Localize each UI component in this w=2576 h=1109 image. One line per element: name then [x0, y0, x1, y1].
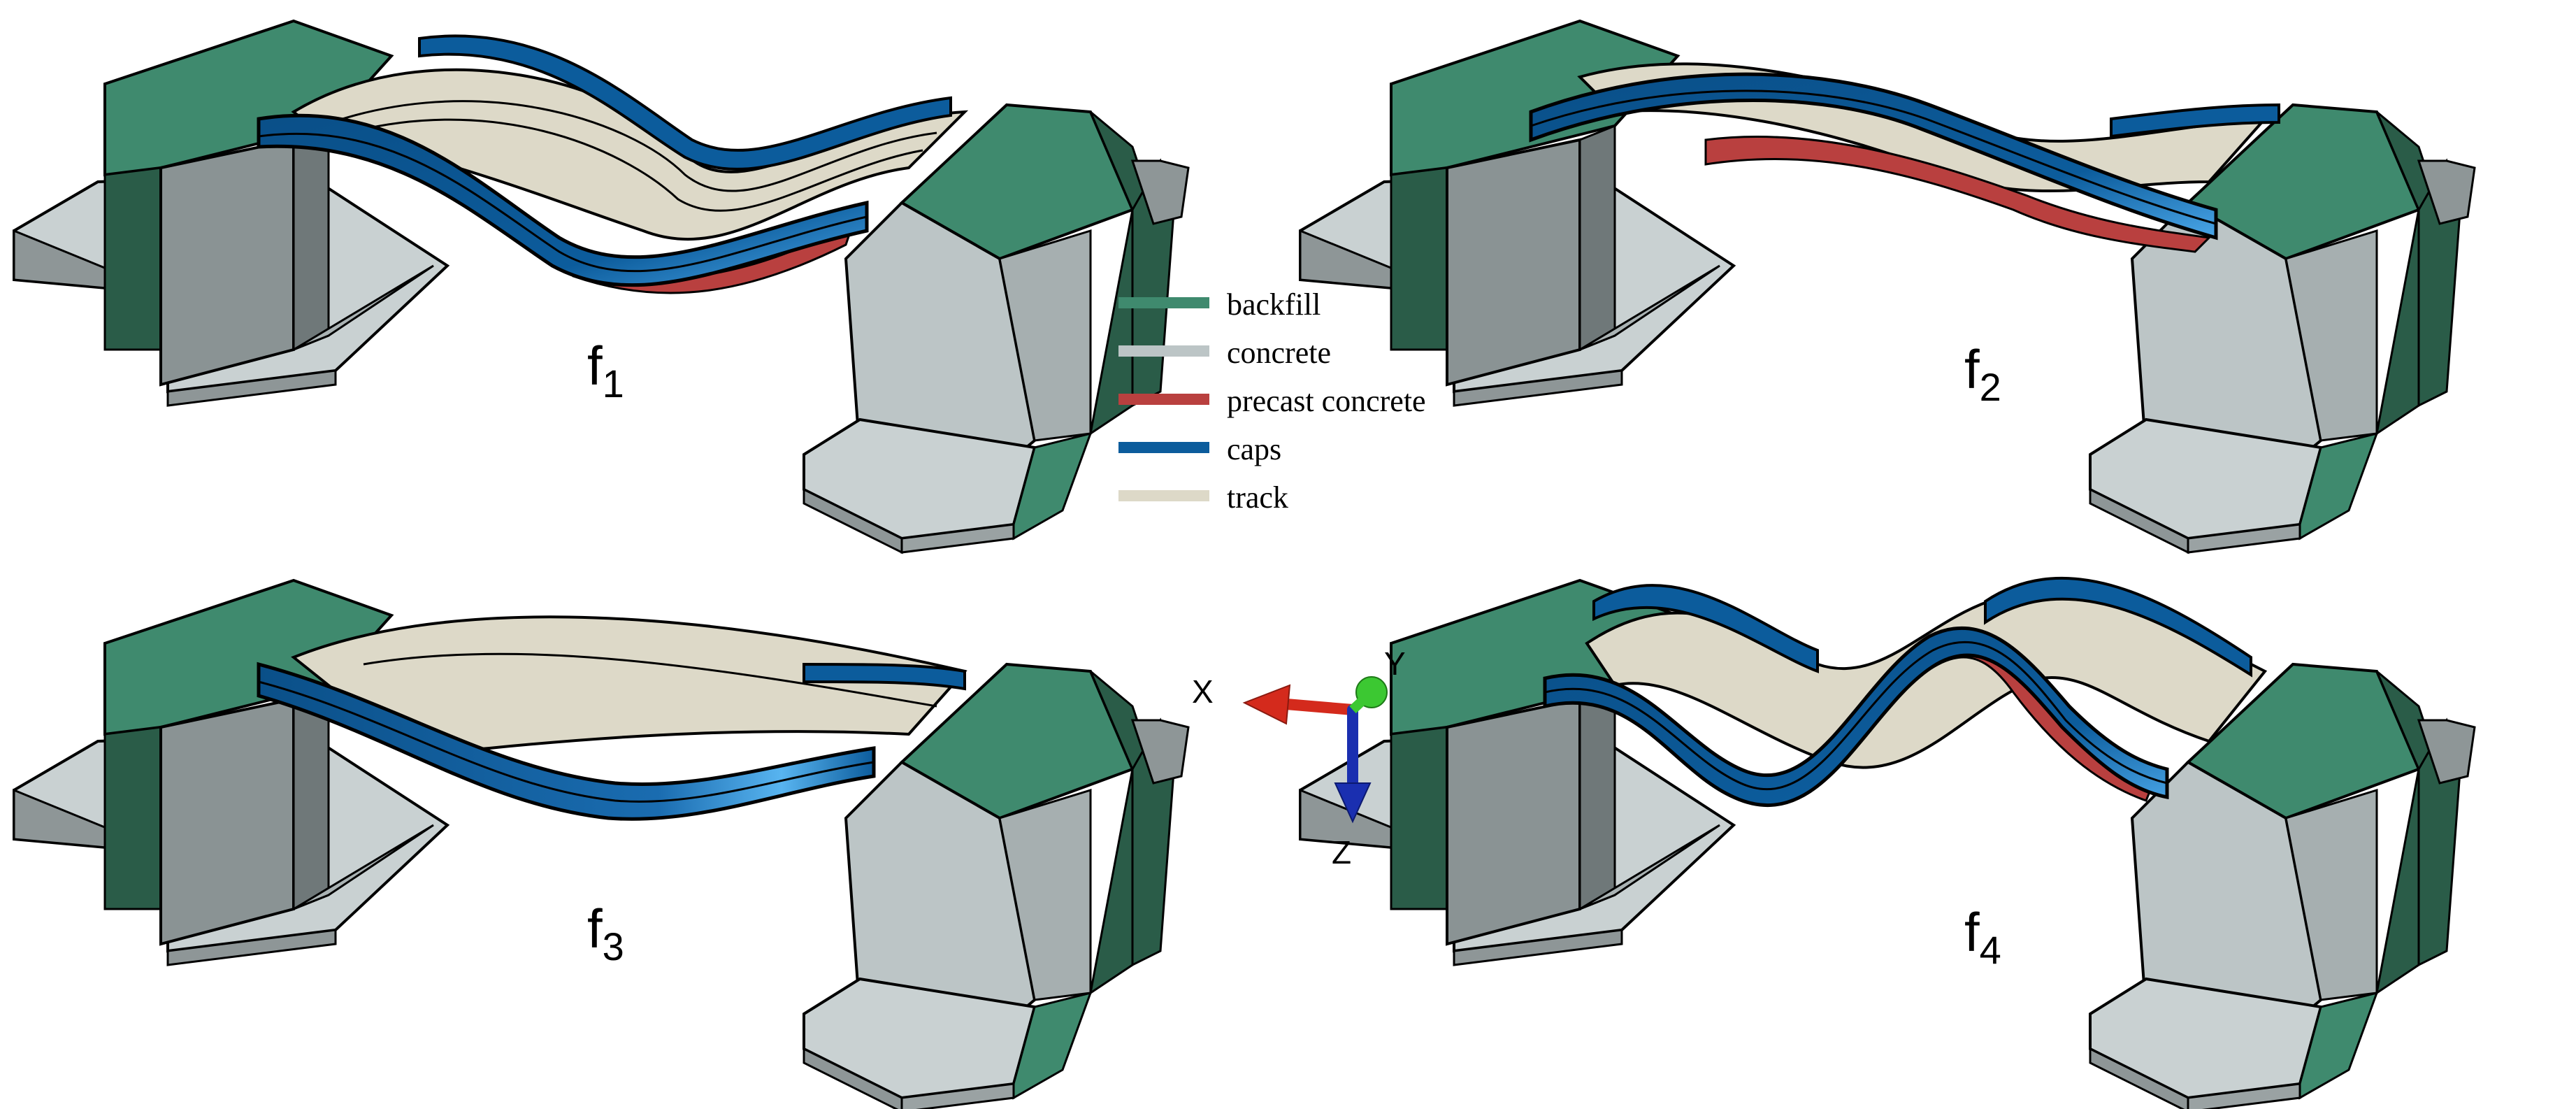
panel-f2: f2	[1299, 20, 2476, 554]
legend-swatch-concrete	[1118, 345, 1209, 357]
cap-near	[1529, 72, 2218, 241]
legend-swatch-backfill	[1118, 297, 1209, 308]
svg-text:backfill: backfill	[1227, 287, 1321, 322]
svg-text:concrete: concrete	[1227, 336, 1331, 370]
legend: backfill concrete precast concrete caps …	[1118, 287, 1426, 515]
legend-swatch-caps	[1118, 442, 1209, 453]
mode-label-f4: f4	[1964, 901, 2001, 972]
cap-far	[2110, 103, 2280, 138]
axis-triad: X Y Z	[1192, 645, 1406, 871]
precast-layer	[1704, 136, 2212, 253]
svg-text:track: track	[1227, 480, 1288, 515]
mode-label-f3: f3	[587, 898, 624, 968]
legend-item-caps: caps	[1118, 432, 1281, 466]
cap-far-right	[1984, 577, 2252, 678]
mode-label-f2: f2	[1964, 338, 2001, 409]
cap-near	[1543, 626, 2169, 808]
axis-z-arrow	[1334, 704, 1372, 824]
svg-text:caps: caps	[1227, 432, 1281, 466]
legend-swatch-precast-concrete	[1118, 394, 1209, 405]
panel-f3: f3	[13, 579, 1190, 1109]
axis-x-label: X	[1192, 673, 1214, 710]
mode-label-f1: f1	[587, 335, 624, 406]
legend-swatch-track	[1118, 490, 1209, 501]
panel-f1: f1	[13, 20, 1190, 554]
cap-far	[418, 34, 952, 171]
axis-x-arrow	[1242, 684, 1358, 725]
axis-z-label: Z	[1332, 834, 1351, 871]
legend-item-precast-concrete: precast concrete	[1118, 384, 1426, 418]
legend-item-backfill: backfill	[1118, 287, 1321, 322]
cap-near	[257, 661, 876, 821]
svg-text:precast concrete: precast concrete	[1227, 384, 1426, 418]
legend-item-concrete: concrete	[1118, 336, 1331, 370]
panel-f4: f4	[1299, 577, 2476, 1109]
track-deck	[291, 68, 969, 241]
cap-far-left	[1592, 584, 1819, 673]
legend-item-track: track	[1118, 480, 1288, 515]
axis-y-marker	[1349, 676, 1388, 714]
axis-y-label: Y	[1384, 645, 1406, 682]
cap-far	[803, 662, 966, 691]
